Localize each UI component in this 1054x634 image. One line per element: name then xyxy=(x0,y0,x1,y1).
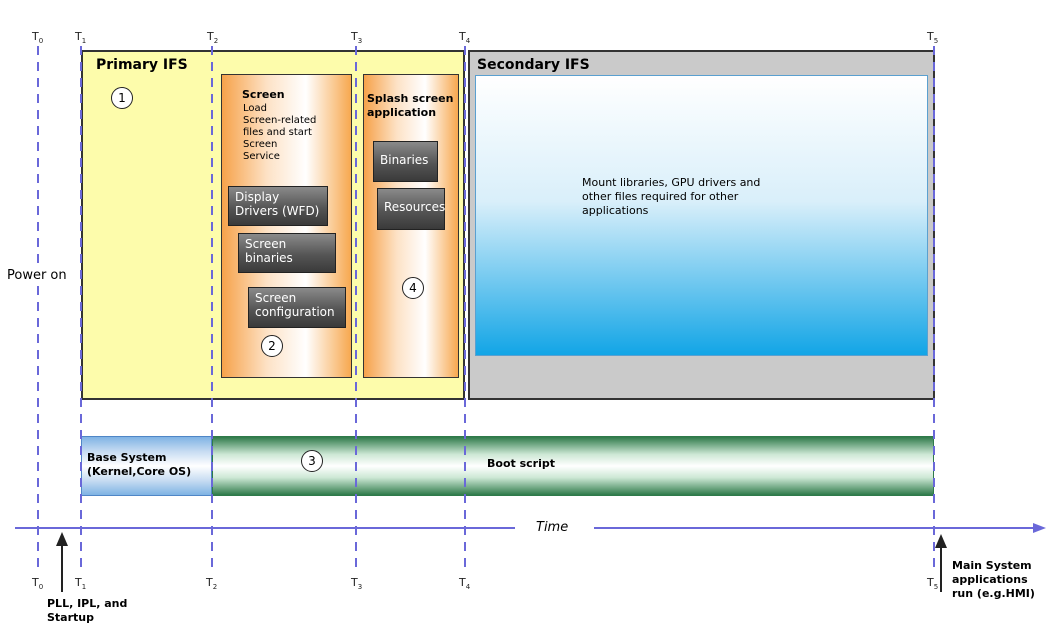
time-axis-label: Time xyxy=(536,520,569,535)
splash-resources-box: Resources xyxy=(377,188,445,230)
screen-binaries-box: Screen binaries xyxy=(238,233,336,273)
step-4-marker: 4 xyxy=(402,277,424,299)
pll-ipl-startup-label: PLL, IPL, and Startup xyxy=(47,597,128,624)
screen-title: Screen xyxy=(242,88,285,101)
time-marker-top-t1: T1 xyxy=(75,30,87,46)
main-system-arrowhead xyxy=(935,534,947,548)
step-1-marker: 1 xyxy=(111,87,133,109)
time-marker-top-t0: T0 xyxy=(32,30,44,46)
primary-ifs-title: Primary IFS xyxy=(96,57,188,73)
boot-script-label: Boot script xyxy=(487,457,555,470)
display-drivers-box: Display Drivers (WFD) xyxy=(228,186,328,226)
step-2-marker: 2 xyxy=(261,335,283,357)
time-marker-bottom-t4: T4 xyxy=(459,576,471,592)
secondary-description: Mount libraries, GPU drivers and other f… xyxy=(582,176,761,217)
time-marker-bottom-t5: T5 xyxy=(927,576,939,592)
pll-arrowhead xyxy=(56,532,68,546)
step-3-marker: 3 xyxy=(301,450,323,472)
splash-title: Splash screen application xyxy=(367,92,454,119)
splash-column: Splash screen application Binaries Resou… xyxy=(363,74,459,378)
time-marker-bottom-t1: T1 xyxy=(75,576,87,592)
time-marker-bottom-t3: T3 xyxy=(351,576,363,592)
time-marker-top-t3: T3 xyxy=(351,30,363,46)
splash-binaries-box: Binaries xyxy=(373,141,438,182)
time-marker-top-t5: T5 xyxy=(927,30,939,46)
secondary-ifs-title: Secondary IFS xyxy=(477,57,590,73)
base-system-label: Base System (Kernel,Core OS) xyxy=(87,451,192,478)
time-marker-top-t2: T2 xyxy=(207,30,219,46)
time-marker-bottom-t2: T2 xyxy=(206,576,218,592)
time-marker-top-t4: T4 xyxy=(459,30,471,46)
main-system-label: Main System applications run (e.g.HMI) xyxy=(952,559,1035,600)
time-marker-bottom-t0: T0 xyxy=(32,576,44,592)
secondary-content-area: Mount libraries, GPU drivers and other f… xyxy=(475,75,928,356)
screen-description: Load Screen-related files and start Scre… xyxy=(243,103,317,162)
power-on-label: Power on xyxy=(7,268,67,283)
screen-configuration-box: Screen configuration xyxy=(248,287,346,328)
base-system-bar: Base System (Kernel,Core OS) xyxy=(81,436,212,496)
screen-column: Screen Load Screen-related files and sta… xyxy=(221,74,352,378)
timeline-arrowhead xyxy=(1033,523,1046,533)
boot-script-bar: 3 Boot script xyxy=(212,436,934,496)
